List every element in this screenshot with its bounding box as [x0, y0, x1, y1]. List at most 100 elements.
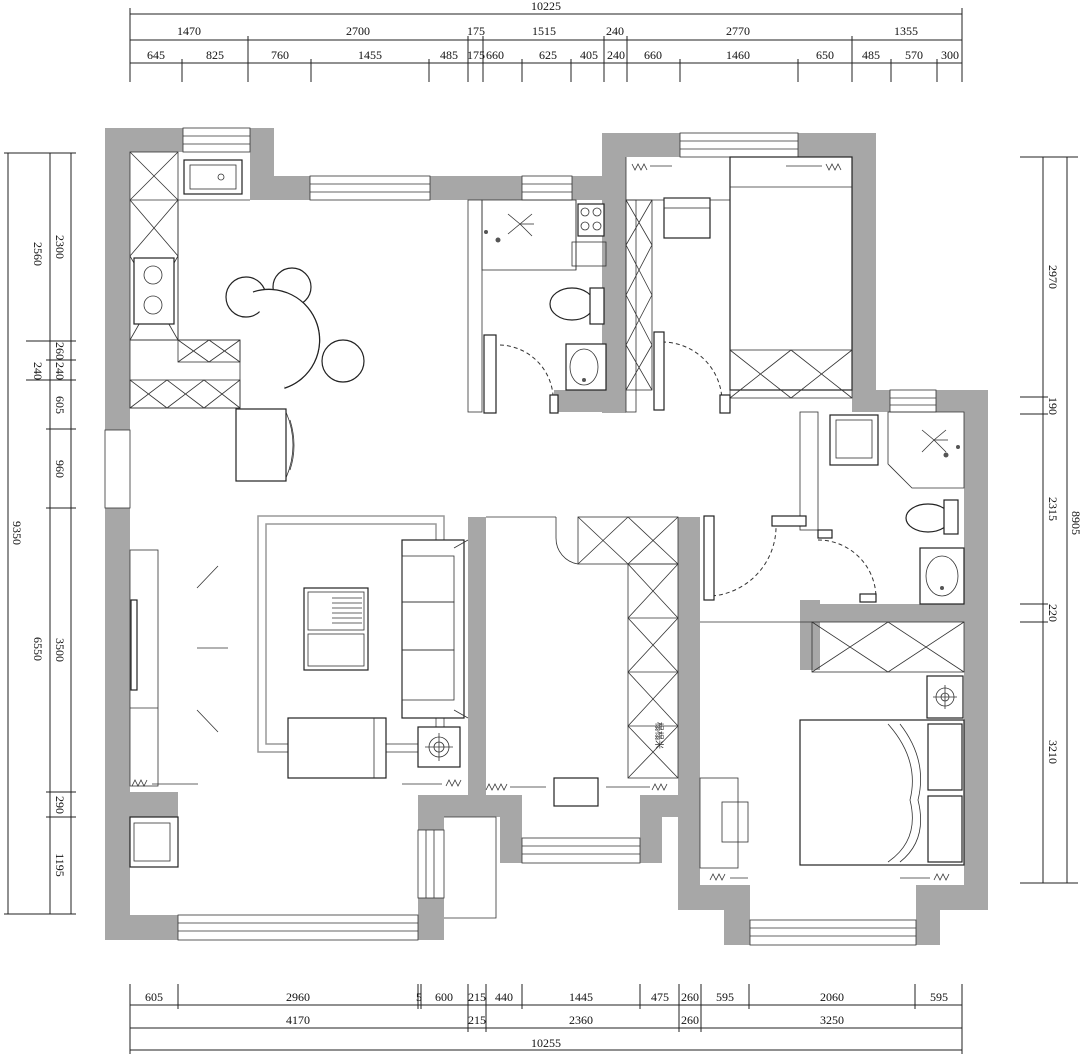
dim-label: 175	[467, 24, 485, 38]
right-dimension-labels: 8905 2970 190 2315 220 3210	[1046, 265, 1080, 764]
left-dimension-labels: 9350 2560 240 6550 2300 260 240 605 960 …	[10, 235, 67, 877]
dim-label: 2960	[286, 990, 310, 1004]
sofa	[401, 539, 469, 719]
shower-icon	[921, 429, 960, 458]
double-bed	[799, 719, 965, 866]
dim-label: 595	[930, 990, 948, 1004]
bottom-fine-dimension-labels: 605 2960 5 600 215 440 1445 475 260 595 …	[145, 990, 948, 1004]
dim-label: 825	[206, 48, 224, 62]
dim-label: 215	[468, 1013, 486, 1027]
right-dimension-lines	[1020, 156, 1078, 884]
walls	[105, 128, 988, 945]
bathroom-1	[481, 199, 607, 414]
fridge-cabinet	[129, 339, 241, 409]
dim-label: 2560	[31, 242, 45, 266]
dim-label: 240	[607, 48, 625, 62]
dim-label: 405	[580, 48, 598, 62]
dim-label: 2060	[820, 990, 844, 1004]
dim-label: 1195	[53, 853, 67, 877]
dim-label: 1460	[726, 48, 750, 62]
tatami-desk	[553, 777, 599, 807]
dim-label: 220	[1046, 604, 1060, 622]
sink	[183, 159, 243, 195]
dim-label: 1445	[569, 990, 593, 1004]
dim-label: 595	[716, 990, 734, 1004]
wash-basin	[919, 547, 965, 605]
wash-basin	[565, 343, 607, 391]
dim-label: 605	[145, 990, 163, 1004]
dining-table	[225, 267, 365, 389]
dim-label: 4170	[286, 1013, 310, 1027]
dim-label: 175	[467, 48, 485, 62]
dim-label: 660	[644, 48, 662, 62]
dim-label: 605	[53, 396, 67, 414]
bottom-mid-dimension-labels: 4170 215 2360 260 3250	[286, 1013, 844, 1027]
coffee-table	[303, 587, 369, 671]
dim-label: 600	[435, 990, 453, 1004]
dim-label: 485	[862, 48, 880, 62]
side-table-lamp	[417, 726, 461, 768]
study-desk	[699, 777, 749, 869]
left-dimension-lines	[4, 152, 76, 915]
dim-label: 485	[440, 48, 458, 62]
dim-label: 3210	[1046, 740, 1060, 764]
gas-stove	[133, 257, 175, 325]
bedside-lamp	[926, 675, 964, 719]
dim-label: 215	[468, 990, 486, 1004]
dim-label: 960	[53, 460, 67, 478]
desk-with-chair	[235, 408, 295, 482]
dim-label: 660	[486, 48, 504, 62]
armchair-bedroom	[663, 197, 711, 239]
dim-label: 240	[53, 362, 67, 380]
tatami-cabinet	[486, 516, 679, 779]
toilet	[549, 287, 605, 325]
dim-label: 645	[147, 48, 165, 62]
dim-label: 1470	[177, 24, 201, 38]
dim-label: 625	[539, 48, 557, 62]
toilet	[905, 499, 959, 535]
dim-label: 1355	[894, 24, 918, 38]
top-mid-dimension-labels: 1470 2700 175 1515 240 2770 1355	[177, 24, 918, 38]
shoe-cabinet	[129, 816, 179, 868]
windows	[104, 127, 937, 946]
dim-label: 650	[816, 48, 834, 62]
dim-label: 5	[416, 990, 422, 1004]
dim-label: 570	[905, 48, 923, 62]
dim-label: 240	[31, 362, 45, 380]
shower-icon	[484, 213, 534, 243]
dim-label: 1455	[358, 48, 382, 62]
top-dimension-lines	[129, 8, 963, 82]
dim-label: 6550	[31, 637, 45, 661]
dim-label: 260	[681, 990, 699, 1004]
dim-label: 9350	[10, 521, 24, 545]
bedroom-1	[625, 156, 853, 414]
dim-label: 440	[495, 990, 513, 1004]
top-fine-dimension-labels: 645 825 760 1455 485 175 660 625 405 240…	[147, 48, 959, 62]
dim-label: 2700	[346, 24, 370, 38]
dim-label: 3250	[820, 1013, 844, 1027]
armchair	[287, 717, 387, 779]
bottom-total-dimension: 10255	[531, 1036, 561, 1050]
dim-label: 475	[651, 990, 669, 1004]
dim-label: 240	[606, 24, 624, 38]
dim-label: 290	[53, 796, 67, 814]
dim-label: 2315	[1046, 497, 1060, 521]
bedroom-2	[699, 621, 965, 869]
dim-label: 260	[681, 1013, 699, 1027]
dim-label: 2770	[726, 24, 750, 38]
interior-partitions	[130, 199, 819, 531]
dim-label: 260	[53, 342, 67, 360]
dim-label: 2970	[1046, 265, 1060, 289]
dim-label: 3500	[53, 638, 67, 662]
dim-label: 1515	[532, 24, 556, 38]
corridor-door	[703, 515, 807, 601]
dim-label: 2360	[569, 1013, 593, 1027]
tv-wall	[129, 549, 228, 787]
tatami-label: 榻榻米	[653, 722, 665, 749]
top-total-dimension: 10225	[531, 0, 561, 13]
dim-label: 2300	[53, 235, 67, 259]
dim-label: 300	[941, 48, 959, 62]
sliding-door-marks	[131, 163, 950, 881]
dim-label: 8905	[1069, 511, 1080, 535]
